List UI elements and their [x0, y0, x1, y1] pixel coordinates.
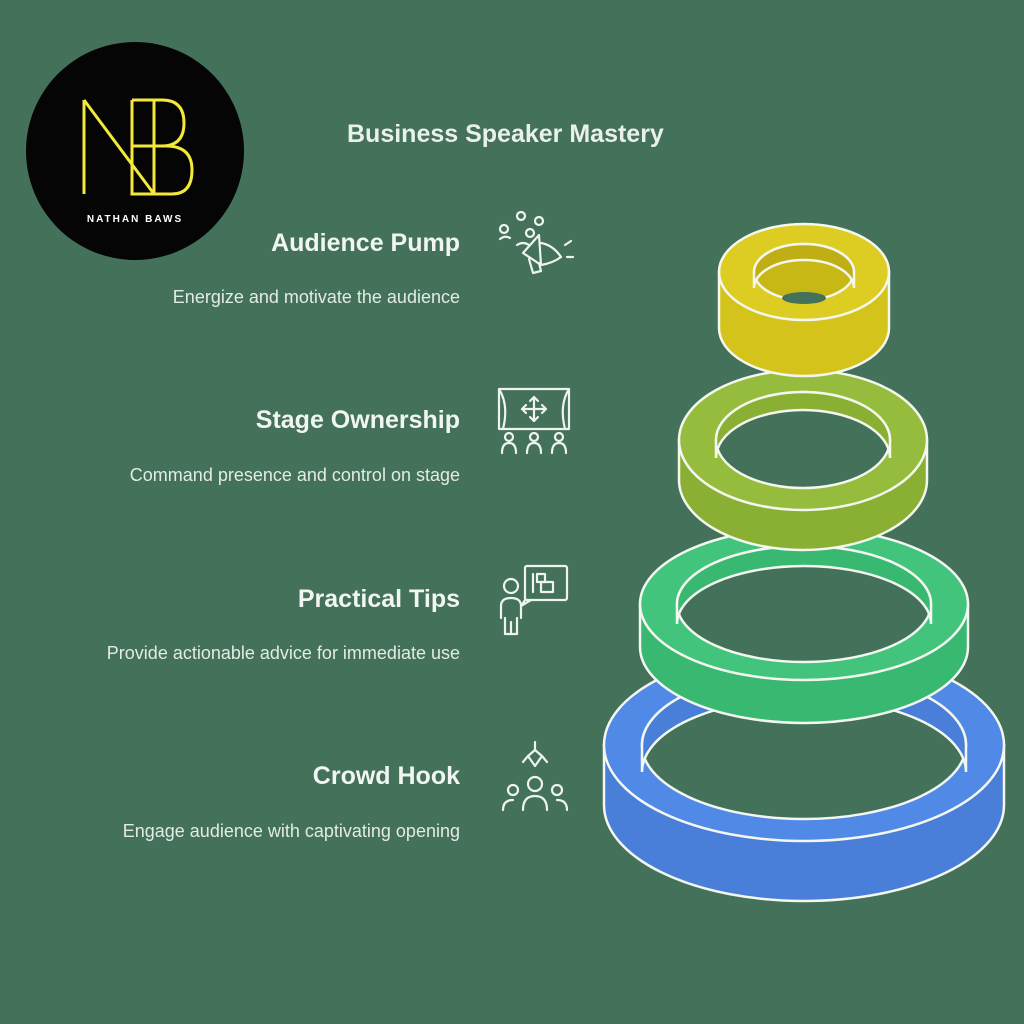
brand-logo: NATHAN BAWS	[26, 42, 244, 260]
hook-audience-icon	[501, 740, 569, 812]
ring-audience-pump	[717, 222, 891, 378]
ring-stage-ownership	[677, 368, 929, 552]
level-1-title: Audience Pump	[271, 229, 460, 257]
ring-practical-tips	[638, 526, 970, 725]
brand-name: NATHAN BAWS	[86, 214, 184, 225]
stage-audience-icon	[497, 387, 571, 455]
level-2-title: Stage Ownership	[255, 406, 460, 434]
megaphone-crowd-icon	[498, 210, 575, 275]
diagram-title: Business Speaker Mastery	[347, 120, 664, 148]
level-1-description: Energize and motivate the audience	[172, 287, 460, 307]
level-4-title: Crowd Hook	[312, 762, 460, 790]
presenter-board-icon	[499, 564, 569, 636]
nb-monogram-icon	[82, 98, 194, 196]
level-2-description: Command presence and control on stage	[129, 465, 460, 485]
level-4-description: Engage audience with captivating opening	[122, 821, 460, 841]
level-3-title: Practical Tips	[297, 585, 460, 613]
level-3-description: Provide actionable advice for immediate …	[106, 643, 460, 663]
